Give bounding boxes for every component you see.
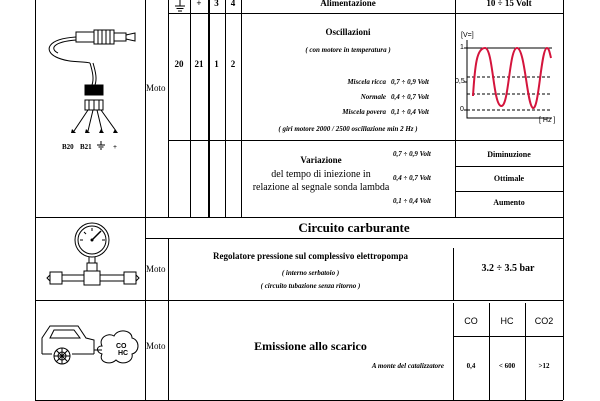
oscillazioni-note: ( giri motore 2000 / 2500 oscillazione m… (278, 125, 418, 133)
osc-value-povera: 0,1 ÷ 0,4 Volt (391, 108, 429, 116)
graph-tick-05: 0,5 (455, 78, 465, 85)
regulator-label: Regolatore pressione sul complessivo ele… (213, 251, 408, 261)
moto-label: Moto (146, 83, 166, 93)
header-plus: + (196, 0, 202, 8)
variation-value-3: 0,1 ÷ 0,4 Volt (393, 197, 431, 205)
regulator-sub2: ( circuito tubazione senza ritorno ) (260, 282, 361, 290)
graph-tick-1: 1 (460, 44, 464, 51)
header-pin-4: 4 (230, 0, 236, 8)
variation-value-2: 0,4 ÷ 0,7 Volt (393, 174, 431, 182)
col-header-hc: HC (500, 316, 514, 326)
variation-result-diminuzione: Diminuzione (487, 150, 531, 159)
pressure-gauge-icon (46, 222, 140, 286)
osc-label-normale: Normale (360, 93, 386, 101)
emissione-subtitle: A monte del catalizzatore (371, 362, 444, 370)
circuito-carburante-title: Circuito carburante (298, 220, 410, 235)
pin-1: 1 (214, 59, 219, 69)
emissione-title: Emissione allo scarico (254, 339, 367, 353)
variation-result-aumento: Aumento (493, 198, 525, 207)
osc-label-povera: Miscela povera (342, 108, 386, 116)
header-pin-3: 3 (214, 0, 219, 8)
col-header-co2: CO2 (534, 316, 554, 326)
variazione-line3: relazione al segnale sonda lambda (252, 182, 390, 193)
graph-x-unit: [ Hz ] (539, 117, 556, 124)
oscillation-graph: [V=] 1 0,5 0 [ Hz ] (455, 14, 563, 140)
variation-result-ottimale: Ottimale (493, 174, 525, 183)
oscillazioni-subtitle: ( con motore in temperatura ) (305, 46, 391, 54)
value-co2: >12 (538, 362, 550, 370)
graph-tick-0: 0 (460, 106, 464, 113)
ground-symbol-icon (175, 0, 185, 12)
exhaust-icon-hc: HC (118, 350, 129, 357)
oscillation-curve (472, 46, 552, 110)
pin-21: 21 (194, 59, 204, 69)
value-hc: < 600 (498, 362, 516, 370)
alimentazione-value: 10 ÷ 15 Volt (486, 0, 532, 8)
connector-label-b20: B20 (62, 143, 74, 151)
variation-value-1: 0,7 ÷ 0,9 Volt (393, 150, 431, 158)
regulator-sub1: ( interno serbatoio ) (281, 269, 340, 277)
moto-label: Moto (146, 341, 166, 351)
value-co: 0,4 (466, 362, 476, 370)
variazione-title: Variazione (300, 155, 342, 165)
ground-icon (97, 141, 105, 150)
exhaust-car-icon (41, 325, 139, 365)
osc-label-ricca: Miscela ricca (347, 78, 386, 86)
moto-label: Moto (146, 264, 166, 274)
variazione-line2: del tempo di iniezione in (271, 169, 371, 180)
pin-2: 2 (230, 59, 236, 69)
connector-label-b21: B21 (80, 143, 92, 151)
osc-value-normale: 0,4 ÷ 0,7 Volt (391, 93, 429, 101)
graph-y-unit: [V=] (461, 32, 474, 39)
oscillazioni-title: Oscillazioni (325, 27, 371, 37)
lambda-sensor-icon (48, 29, 136, 133)
osc-value-ricca: 0,7 ÷ 0,9 Volt (391, 78, 429, 86)
pin-20: 20 (174, 59, 184, 69)
exhaust-icon-co: CO (116, 343, 127, 350)
col-header-co: CO (464, 316, 478, 326)
alimentazione-title: Alimentazione (320, 0, 376, 8)
pressure-value: 3.2 ÷ 3.5 bar (481, 263, 535, 274)
connector-label-plus: + (113, 143, 117, 151)
